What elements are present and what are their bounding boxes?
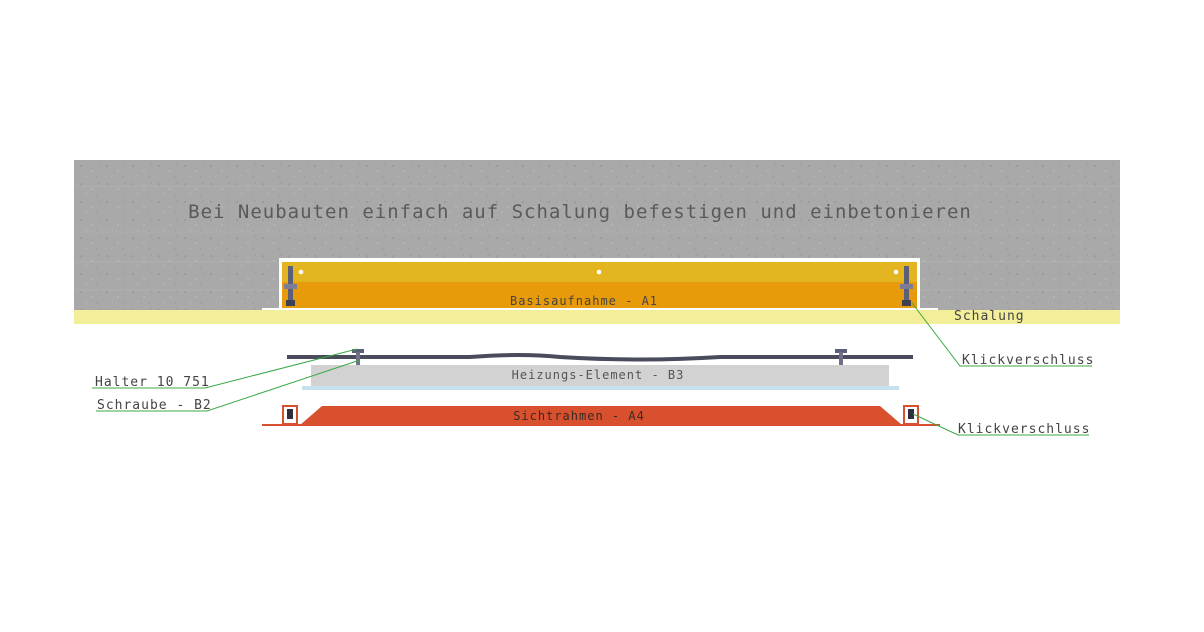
base-bolt-right [900,266,913,306]
click-lock-bottom-label: Klickverschluss [958,422,1090,437]
leader-screw [96,359,361,412]
visible-frame [300,406,902,425]
screw-right [835,349,847,366]
leader-holder [92,348,358,389]
leader-lines [92,302,1092,436]
leader-click-lock-bottom [912,413,1089,436]
base-hole-left [298,269,304,275]
heating-element-label: Heizungs-Element - B3 [512,368,685,382]
screw-left [352,349,364,366]
heating-element-base [302,386,899,390]
holder-rail [287,353,913,362]
base-bolt-left [284,266,297,306]
concrete-note: Bei Neubauten einfach auf Schalung befes… [188,201,972,223]
holder-label: Halter 10 751 [95,375,210,390]
click-lock-top-label: Klickverschluss [962,353,1094,368]
heating-element [311,365,889,386]
leader-click-lock-top [911,302,1092,367]
base-hole-right [893,269,899,275]
formwork-label: Schalung [954,309,1025,324]
click-clip-left [282,405,298,425]
base-receptacle-bottom [282,282,917,308]
visible-frame-label: Sichtrahmen - A4 [513,409,645,423]
formwork-strip [74,310,1120,324]
click-clip-right [903,405,919,425]
screw-label: Schraube - B2 [97,398,212,413]
base-receptacle-label: Basisaufnahme - A1 [510,294,658,308]
base-hole-center [596,269,602,275]
